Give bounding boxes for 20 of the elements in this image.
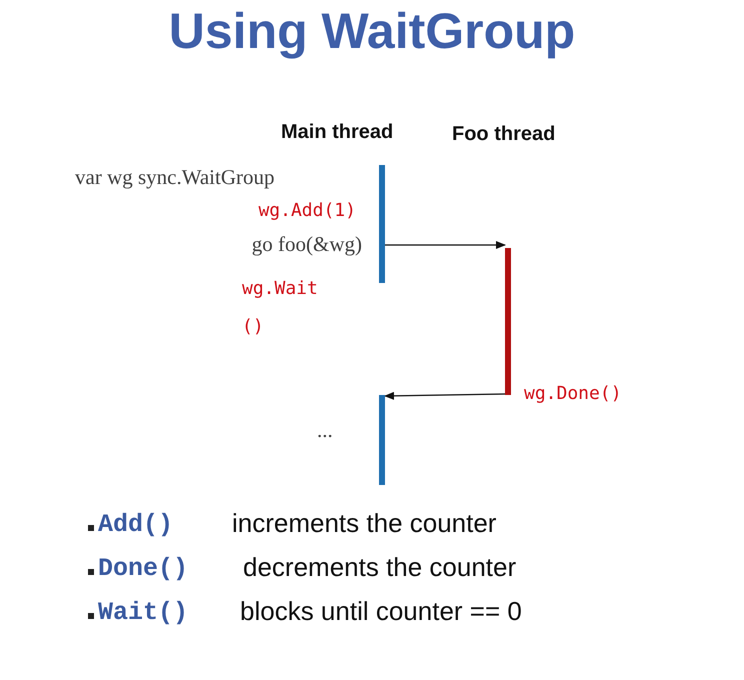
method-name: Done() [98, 554, 188, 583]
code-line: wg.Wait() [242, 277, 319, 339]
method-description: decrements the counter [243, 552, 516, 583]
ellipsis: ... [317, 418, 333, 443]
method-description: increments the counter [232, 508, 496, 539]
code-line: wg.Done() [524, 383, 622, 404]
code-line: wg.Add(1) [258, 200, 356, 221]
method-name: Add() [98, 510, 174, 539]
lifeline-bar [505, 248, 511, 395]
method-name: Wait() [98, 598, 188, 627]
column-heading: Foo thread [452, 123, 556, 146]
lifeline-bar [379, 395, 385, 485]
slide-title: Using WaitGroup [168, 2, 576, 60]
method-description: blocks until counter == 0 [240, 596, 522, 627]
arrow [385, 241, 506, 249]
column-heading: Main thread [281, 121, 394, 144]
code-line: var wg sync.WaitGroup [75, 165, 275, 190]
lifeline-bar [379, 165, 385, 283]
code-line: go foo(&wg) [252, 232, 362, 257]
arrow [384, 392, 506, 400]
